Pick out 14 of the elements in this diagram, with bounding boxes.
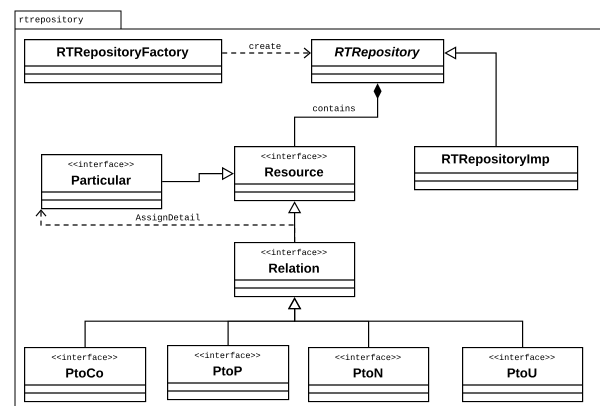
class-box: RTRepositoryImp [414,146,578,190]
class-box: RTRepository [311,39,444,84]
edge-label: contains [311,104,357,112]
class-box: <<interface>> Particular [41,154,162,210]
arrow [222,48,311,58]
class-box: <<interface>> PtoP [167,344,290,400]
class-box: RTRepositoryFactory [24,39,222,84]
class-box: <<interface>> PtoCo [24,346,146,402]
edge-label: create [248,42,282,50]
edge-label: AssignDetail [134,212,202,224]
class-box: <<interface>> Relation [234,242,356,298]
class-box: <<interface>> PtoN [308,346,430,402]
class-box: <<interface>> PtoU [462,346,584,402]
class-box: <<interface>> Resource [234,146,356,202]
